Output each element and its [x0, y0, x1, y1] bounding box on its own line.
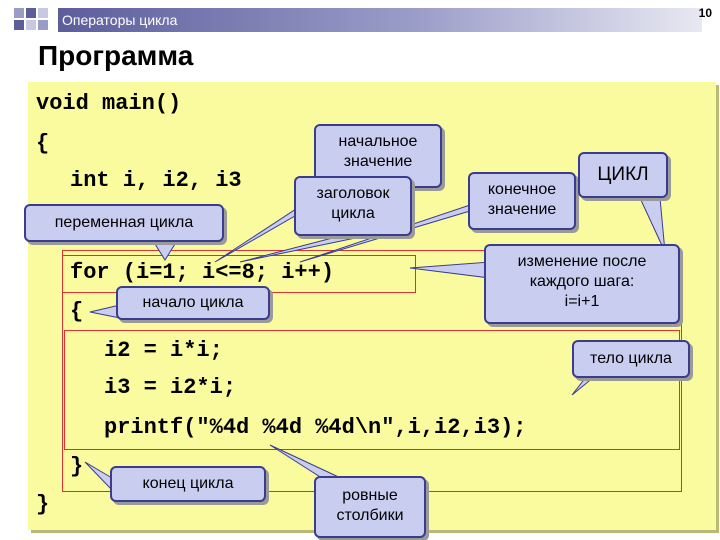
code-line: printf("%4d %4d %4d\n",i,i2,i3);	[104, 415, 527, 440]
callout-loop-body: тело цикла	[572, 340, 690, 378]
header-square-decoration	[38, 8, 48, 18]
callout-loop-variable: переменная цикла	[24, 204, 224, 242]
code-line: }	[70, 454, 84, 479]
header-square-decoration	[38, 20, 48, 30]
header-bar	[58, 8, 702, 32]
slide-number: 10	[698, 6, 712, 20]
callout-text: начальное	[338, 133, 418, 150]
callout-loop-header: заголовок цикла	[294, 176, 412, 236]
callout-change-after-step: изменение после каждого шага: i=i+1	[484, 244, 680, 324]
callout-text: значение	[343, 153, 413, 170]
callout-final-value: конечное значение	[468, 172, 576, 230]
pointer-loop-end	[84, 461, 113, 492]
header-square-decoration	[26, 8, 36, 18]
callout-text: столбики	[336, 507, 404, 524]
callout-text: каждого шага:	[529, 273, 635, 290]
pointer-loop-header	[239, 235, 366, 263]
pointer-change	[409, 261, 491, 279]
pointer-columns	[269, 444, 346, 481]
header-square-decoration	[14, 20, 24, 30]
callout-text: ровные	[342, 487, 398, 504]
header-square-decoration	[26, 20, 36, 30]
callout-text: цикла	[331, 205, 375, 222]
code-line: {	[36, 131, 50, 156]
loop-body-box	[64, 330, 680, 450]
pointer-loop	[639, 197, 666, 253]
code-line: void main()	[36, 91, 182, 116]
callout-loop-end: конец цикла	[110, 466, 266, 502]
code-line: }	[36, 492, 50, 517]
callout-text: значение	[487, 201, 557, 218]
callout-text: изменение после	[517, 253, 647, 270]
callout-text: заголовок	[316, 185, 390, 202]
callout-even-columns: ровные столбики	[314, 476, 426, 538]
code-line: {	[70, 299, 84, 324]
header-title: Операторы цикла	[62, 12, 178, 28]
callout-loop: ЦИКЛ	[578, 152, 668, 198]
callout-text: конечное	[487, 181, 557, 198]
code-line: for (i=1; i<=8; i++)	[70, 260, 335, 285]
code-line: i2 = i*i;	[104, 338, 223, 363]
header-square-decoration	[14, 8, 24, 18]
page-title: Программа	[38, 40, 194, 71]
callout-loop-start: начало цикла	[116, 286, 270, 320]
code-line: i3 = i2*i;	[104, 375, 237, 400]
code-line: int i, i2, i3	[70, 168, 242, 193]
callout-text: i=i+1	[564, 293, 600, 310]
